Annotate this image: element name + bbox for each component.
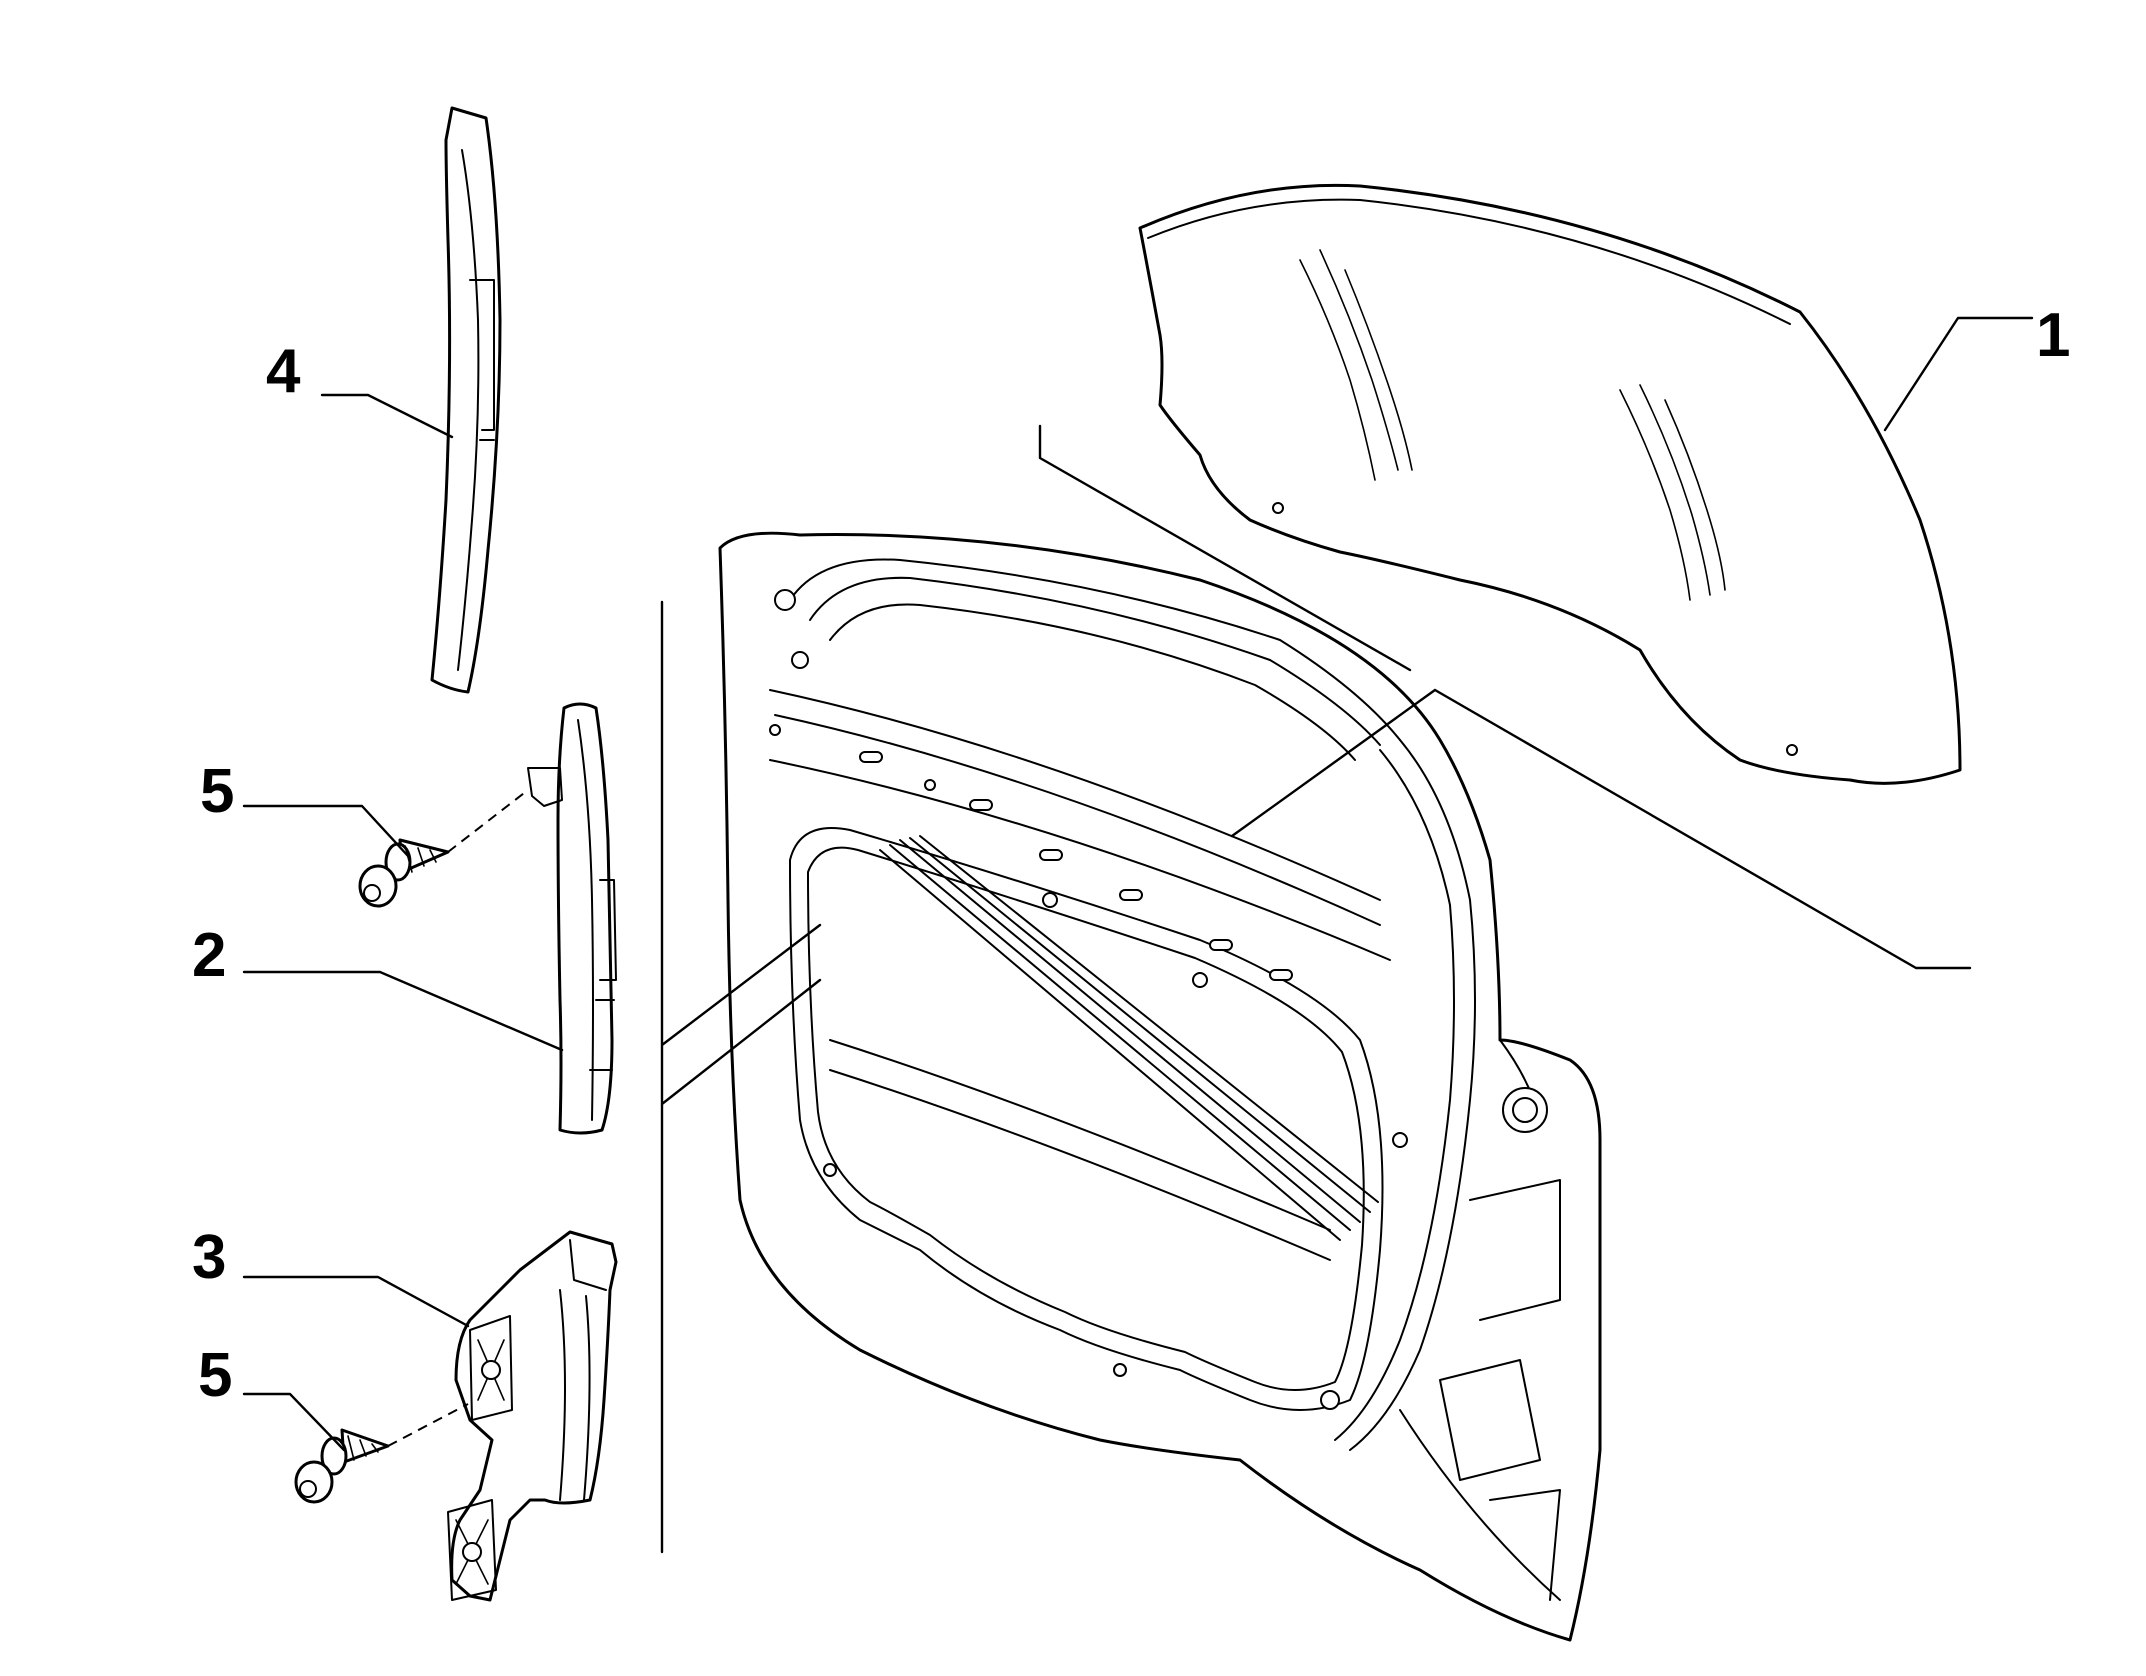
callout-1-leader bbox=[1883, 316, 2034, 432]
callout-4-label: 4 bbox=[266, 337, 301, 406]
screw-lower-part bbox=[294, 1428, 390, 1504]
callout-5b-leader bbox=[242, 1392, 346, 1452]
callout-4-leader bbox=[320, 393, 454, 439]
screw-upper-axis-line bbox=[447, 789, 529, 853]
channel-bracket-lines bbox=[660, 600, 822, 1554]
screw-lower-axis-line bbox=[387, 1403, 469, 1447]
callout-3-leader bbox=[242, 1275, 470, 1328]
callout-1-label: 1 bbox=[2036, 301, 2070, 370]
lower-guide-bracket-part bbox=[447, 1230, 618, 1602]
callout-5b-label: 5 bbox=[198, 1341, 232, 1410]
front-guide-channel-part bbox=[527, 702, 617, 1135]
glass-bracket-lines bbox=[1038, 424, 1972, 970]
callout-3-label: 3 bbox=[192, 1223, 226, 1292]
callout-2-leader bbox=[242, 970, 564, 1052]
door-frame bbox=[718, 531, 1602, 1642]
callout-5a-leader bbox=[242, 804, 410, 858]
rear-guide-channel-part bbox=[430, 106, 502, 694]
door-glass-part bbox=[1138, 183, 1962, 785]
callout-2-label: 2 bbox=[192, 921, 226, 990]
callout-5a-label: 5 bbox=[200, 757, 234, 826]
